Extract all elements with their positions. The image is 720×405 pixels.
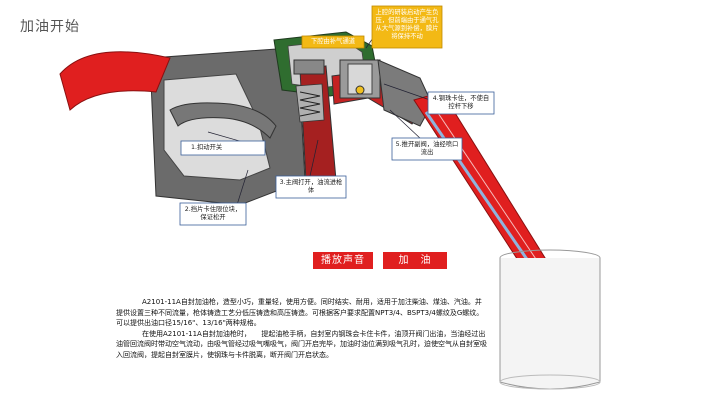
label-vacuum-top: 上腔的研装启动产生负压，但前端由于通气孔从大气源到补偿，膜片将保持不动 bbox=[374, 9, 440, 41]
label-vent-chamber: 下腔由补气通道 bbox=[302, 38, 364, 46]
play-sound-button[interactable]: 播放声音 bbox=[313, 252, 373, 269]
label-main-valve: 3.主阀打开，油流进枪体 bbox=[278, 179, 344, 195]
label-trigger: 1.扣动开关 bbox=[181, 144, 265, 152]
label-spring-detent: 2.挡片卡住限位块，保证松开 bbox=[182, 206, 244, 222]
label-push-valve: 5.推开副阀，油经喷口流出 bbox=[394, 141, 460, 157]
label-clamp: 4.钢珠卡住，不使自控杆下移 bbox=[430, 95, 492, 111]
description: A2101-11A自封加油枪，造型小巧，重量轻，使用方便。同时结实、耐用，适用于… bbox=[116, 297, 488, 361]
description-paragraph-1: A2101-11A自封加油枪，造型小巧，重量轻，使用方便。同时结实、耐用，适用于… bbox=[116, 297, 488, 329]
description-paragraph-2: 在使用A2101-11A自封加油枪时， 提起油枪手柄，自封室内钢珠会卡住卡件，油… bbox=[116, 329, 488, 361]
start-fuel-button[interactable]: 加 油 bbox=[383, 252, 447, 269]
fuel-tank bbox=[500, 250, 600, 389]
